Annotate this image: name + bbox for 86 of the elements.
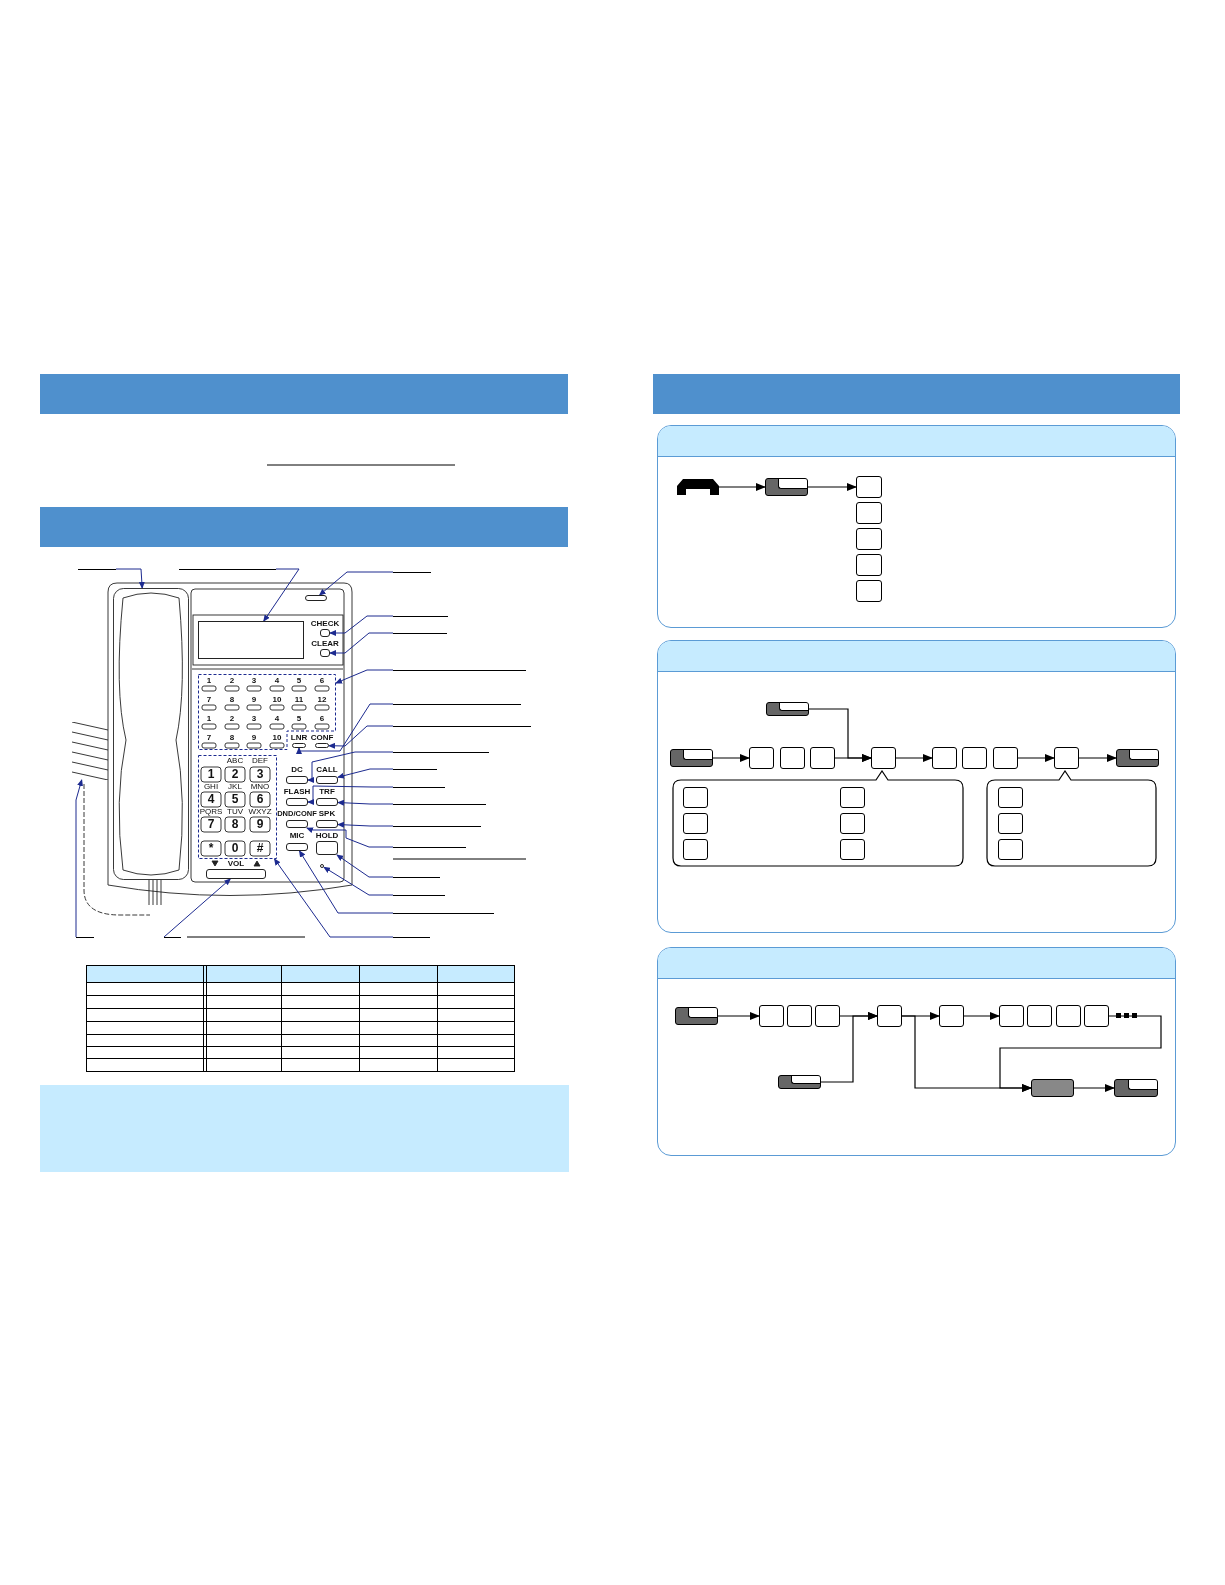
key-label: GHI — [203, 783, 219, 791]
arrow — [895, 754, 933, 762]
key-label: 12 — [317, 696, 327, 704]
key-label: 9 — [251, 734, 257, 742]
key-label: 3 — [251, 715, 257, 723]
key-label: DEF — [252, 757, 268, 765]
leader-line — [337, 821, 394, 828]
key-label: MIC — [289, 832, 305, 840]
arrow — [808, 708, 872, 762]
key-label: 1 — [206, 677, 212, 685]
key-label: 5 — [296, 715, 302, 723]
key-label: DC — [291, 766, 303, 774]
key-label: 6 — [319, 677, 325, 685]
leader-line — [337, 768, 394, 779]
key-label: 7 — [206, 696, 212, 704]
key-label: CALL — [316, 766, 338, 774]
arrow — [807, 483, 857, 491]
arrow — [712, 754, 750, 762]
key-label: 1 — [206, 715, 212, 723]
key-label: CLEAR — [311, 640, 339, 648]
key-label: 8 — [229, 734, 235, 742]
key-label: 2 — [231, 768, 239, 780]
key-label: TUV — [227, 808, 243, 816]
key-label: TRF — [319, 788, 335, 796]
leader-line — [298, 850, 394, 914]
leader-line — [323, 866, 394, 896]
key-label: 4 — [207, 793, 215, 805]
key-label: 5 — [231, 793, 239, 805]
key-label: 11 — [294, 696, 304, 704]
arrow — [999, 1015, 1162, 1092]
leader-line — [329, 615, 394, 636]
key-label: WXYZ — [248, 808, 272, 816]
arrow — [717, 1012, 760, 1020]
key-label: 0 — [231, 842, 239, 854]
leader-line — [115, 568, 145, 589]
key-label: 1 — [207, 768, 215, 780]
key-label: CHECK — [310, 620, 340, 628]
key-label: 6 — [256, 793, 264, 805]
key-label: HOLD — [315, 832, 339, 840]
key-label: 10 — [272, 696, 282, 704]
key-label: # — [256, 842, 264, 854]
key-label: 9 — [256, 818, 264, 830]
key-label: 2 — [229, 715, 235, 723]
arrow — [820, 1012, 878, 1083]
key-label: 8 — [231, 818, 239, 830]
key-label: 5 — [296, 677, 302, 685]
key-label: LNR — [290, 734, 308, 742]
leader-line — [263, 568, 300, 622]
leader-line — [75, 779, 83, 938]
leader-line — [329, 632, 394, 656]
arrow — [1078, 754, 1117, 762]
leader-line — [337, 799, 394, 806]
key-label: CONF — [310, 734, 334, 742]
arrow — [1017, 754, 1055, 762]
key-label: 2 — [229, 677, 235, 685]
key-label: VOL — [227, 860, 245, 868]
key-label: PQRS — [199, 808, 223, 816]
leader-line — [335, 669, 394, 684]
leader-line — [328, 725, 394, 749]
key-label: 4 — [274, 677, 280, 685]
key-label: 6 — [319, 715, 325, 723]
key-label: ABC — [226, 757, 244, 765]
key-label: SPK — [318, 810, 336, 818]
key-label: MNO — [250, 783, 270, 791]
leader-line — [296, 703, 394, 754]
key-label: * — [208, 842, 214, 854]
key-label: 7 — [206, 734, 212, 742]
arrow — [718, 483, 766, 491]
key-label: 3 — [256, 768, 264, 780]
leader-line — [273, 858, 394, 938]
leader-line — [306, 827, 394, 848]
key-label: 9 — [251, 696, 257, 704]
key-label: 7 — [207, 818, 215, 830]
key-label: 3 — [251, 677, 257, 685]
key-label: 10 — [272, 734, 282, 742]
leader-line — [163, 878, 232, 938]
leader-line — [336, 854, 394, 878]
arrow — [1073, 1084, 1115, 1092]
arrow — [963, 1012, 1000, 1020]
leader-line — [307, 785, 394, 805]
key-label: 8 — [229, 696, 235, 704]
key-label: JKL — [228, 783, 242, 791]
leader-line — [307, 751, 394, 783]
key-label: FLASH — [283, 788, 311, 796]
key-label: 4 — [274, 715, 280, 723]
leader-line — [318, 571, 394, 596]
